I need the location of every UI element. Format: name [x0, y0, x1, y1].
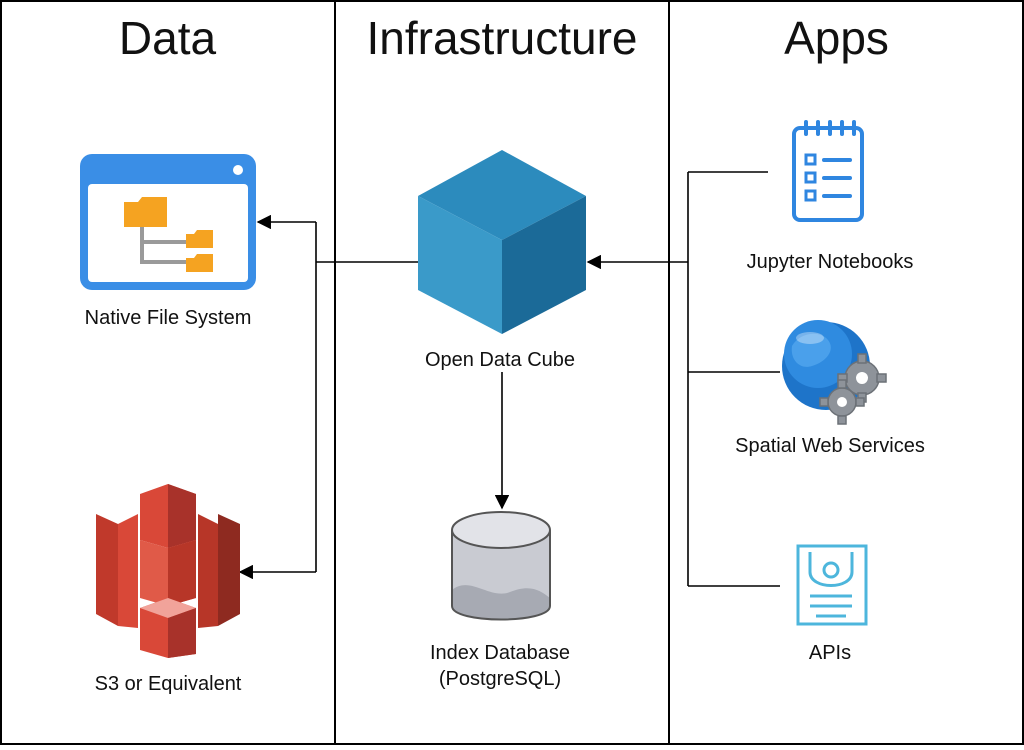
- column-title-apps: Apps: [784, 12, 889, 64]
- label-index-database-line1: Index Database: [429, 642, 571, 664]
- database-cylinder-icon: [451, 511, 551, 621]
- label-index-database: Index Database (PostgreSQL): [380, 640, 620, 692]
- folder-tree-window-icon: [80, 154, 256, 290]
- label-open-data-cube: Open Data Cube: [424, 349, 576, 371]
- label-index-database-line2: (PostgreSQL): [438, 668, 562, 690]
- label-native-file-system: Native File System: [84, 307, 252, 329]
- column-title-infrastructure: Infrastructure: [366, 12, 638, 64]
- api-document-icon: [796, 544, 868, 626]
- label-apis: APIs: [808, 642, 852, 664]
- label-spatial-web-services: Spatial Web Services: [735, 435, 925, 457]
- label-jupyter-notebooks: Jupyter Notebooks: [746, 251, 914, 273]
- label-s3: S3 or Equivalent: [94, 673, 242, 695]
- globe-gears-icon: [782, 320, 887, 425]
- connectors: [238, 171, 780, 587]
- s3-bucket-icon: [96, 484, 240, 658]
- column-title-data: Data: [118, 12, 217, 64]
- cube-icon: [418, 150, 586, 334]
- notebook-icon: [792, 120, 864, 222]
